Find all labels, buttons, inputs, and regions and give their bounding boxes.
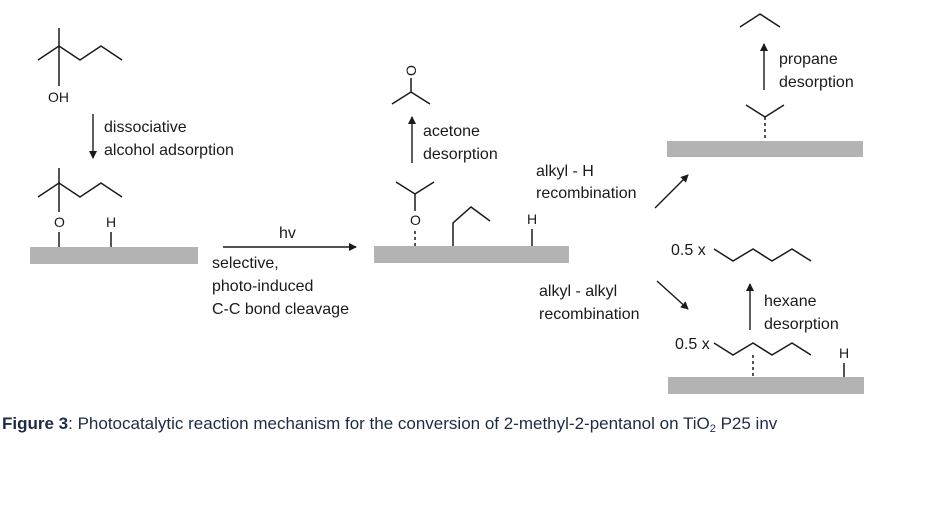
adsorbed-propyl-pair: H [713, 342, 849, 377]
o-label: O [403, 65, 419, 76]
propane-label-line1: propane [779, 51, 838, 68]
acetone-molecule: O [391, 65, 431, 105]
hexane-label-line2: desorption [764, 316, 839, 333]
caption-text: : Photocatalytic reaction mechanism for … [68, 414, 710, 433]
oh-label: OH [48, 89, 69, 105]
hexane-label-line1: hexane [764, 293, 817, 310]
alkyl-alkyl-arrow [656, 280, 689, 310]
hexane-stoich: 0.5 x [671, 242, 706, 259]
light-label: hv [279, 225, 296, 242]
cleaved-fragments: O H [395, 181, 537, 246]
alkyl-h-arrow [654, 174, 689, 209]
alkyl-alkyl-label-line1: alkyl - alkyl [539, 283, 617, 300]
tio2-surface-2 [374, 246, 569, 263]
tio2-surface-4 [668, 377, 864, 394]
o-label: O [410, 212, 421, 228]
adsorption-label-line2: alcohol adsorption [104, 142, 234, 159]
h-label: H [839, 345, 849, 361]
o-label: O [54, 214, 65, 230]
adsorbed-stoich: 0.5 x [675, 336, 710, 353]
caption-subscript: 2 [709, 423, 716, 435]
caption-label: Figure 3 [2, 414, 69, 433]
adsorbed-alkoxide: O H [37, 168, 123, 247]
propane-molecule [739, 13, 781, 28]
h-label: H [106, 214, 116, 230]
cleavage-label-line2: photo-induced [212, 278, 313, 295]
acetone-label-line1: acetone [423, 123, 480, 140]
figure-caption: Figure 3: Photocatalytic reaction mechan… [2, 413, 936, 435]
alkyl-alkyl-label-line2: recombination [539, 306, 640, 323]
propane-label-line2: desorption [779, 74, 854, 91]
h-label: H [527, 211, 537, 227]
adsorption-label-line1: dissociative [104, 119, 187, 136]
alcohol-molecule: OH [37, 28, 123, 105]
tio2-surface-3 [667, 141, 863, 157]
acetone-label-line2: desorption [423, 146, 498, 163]
caption-text-end: P25 inv [715, 414, 778, 433]
cleavage-label-line1: selective, [212, 255, 279, 272]
hexane-molecule [713, 248, 812, 262]
alkyl-h-label-line2: recombination [536, 185, 637, 202]
cleavage-label-line3: C-C bond cleavage [212, 301, 349, 318]
tio2-surface-1 [30, 247, 198, 264]
adsorbed-propyl [745, 104, 785, 141]
alkyl-h-label-line1: alkyl - H [536, 163, 594, 180]
